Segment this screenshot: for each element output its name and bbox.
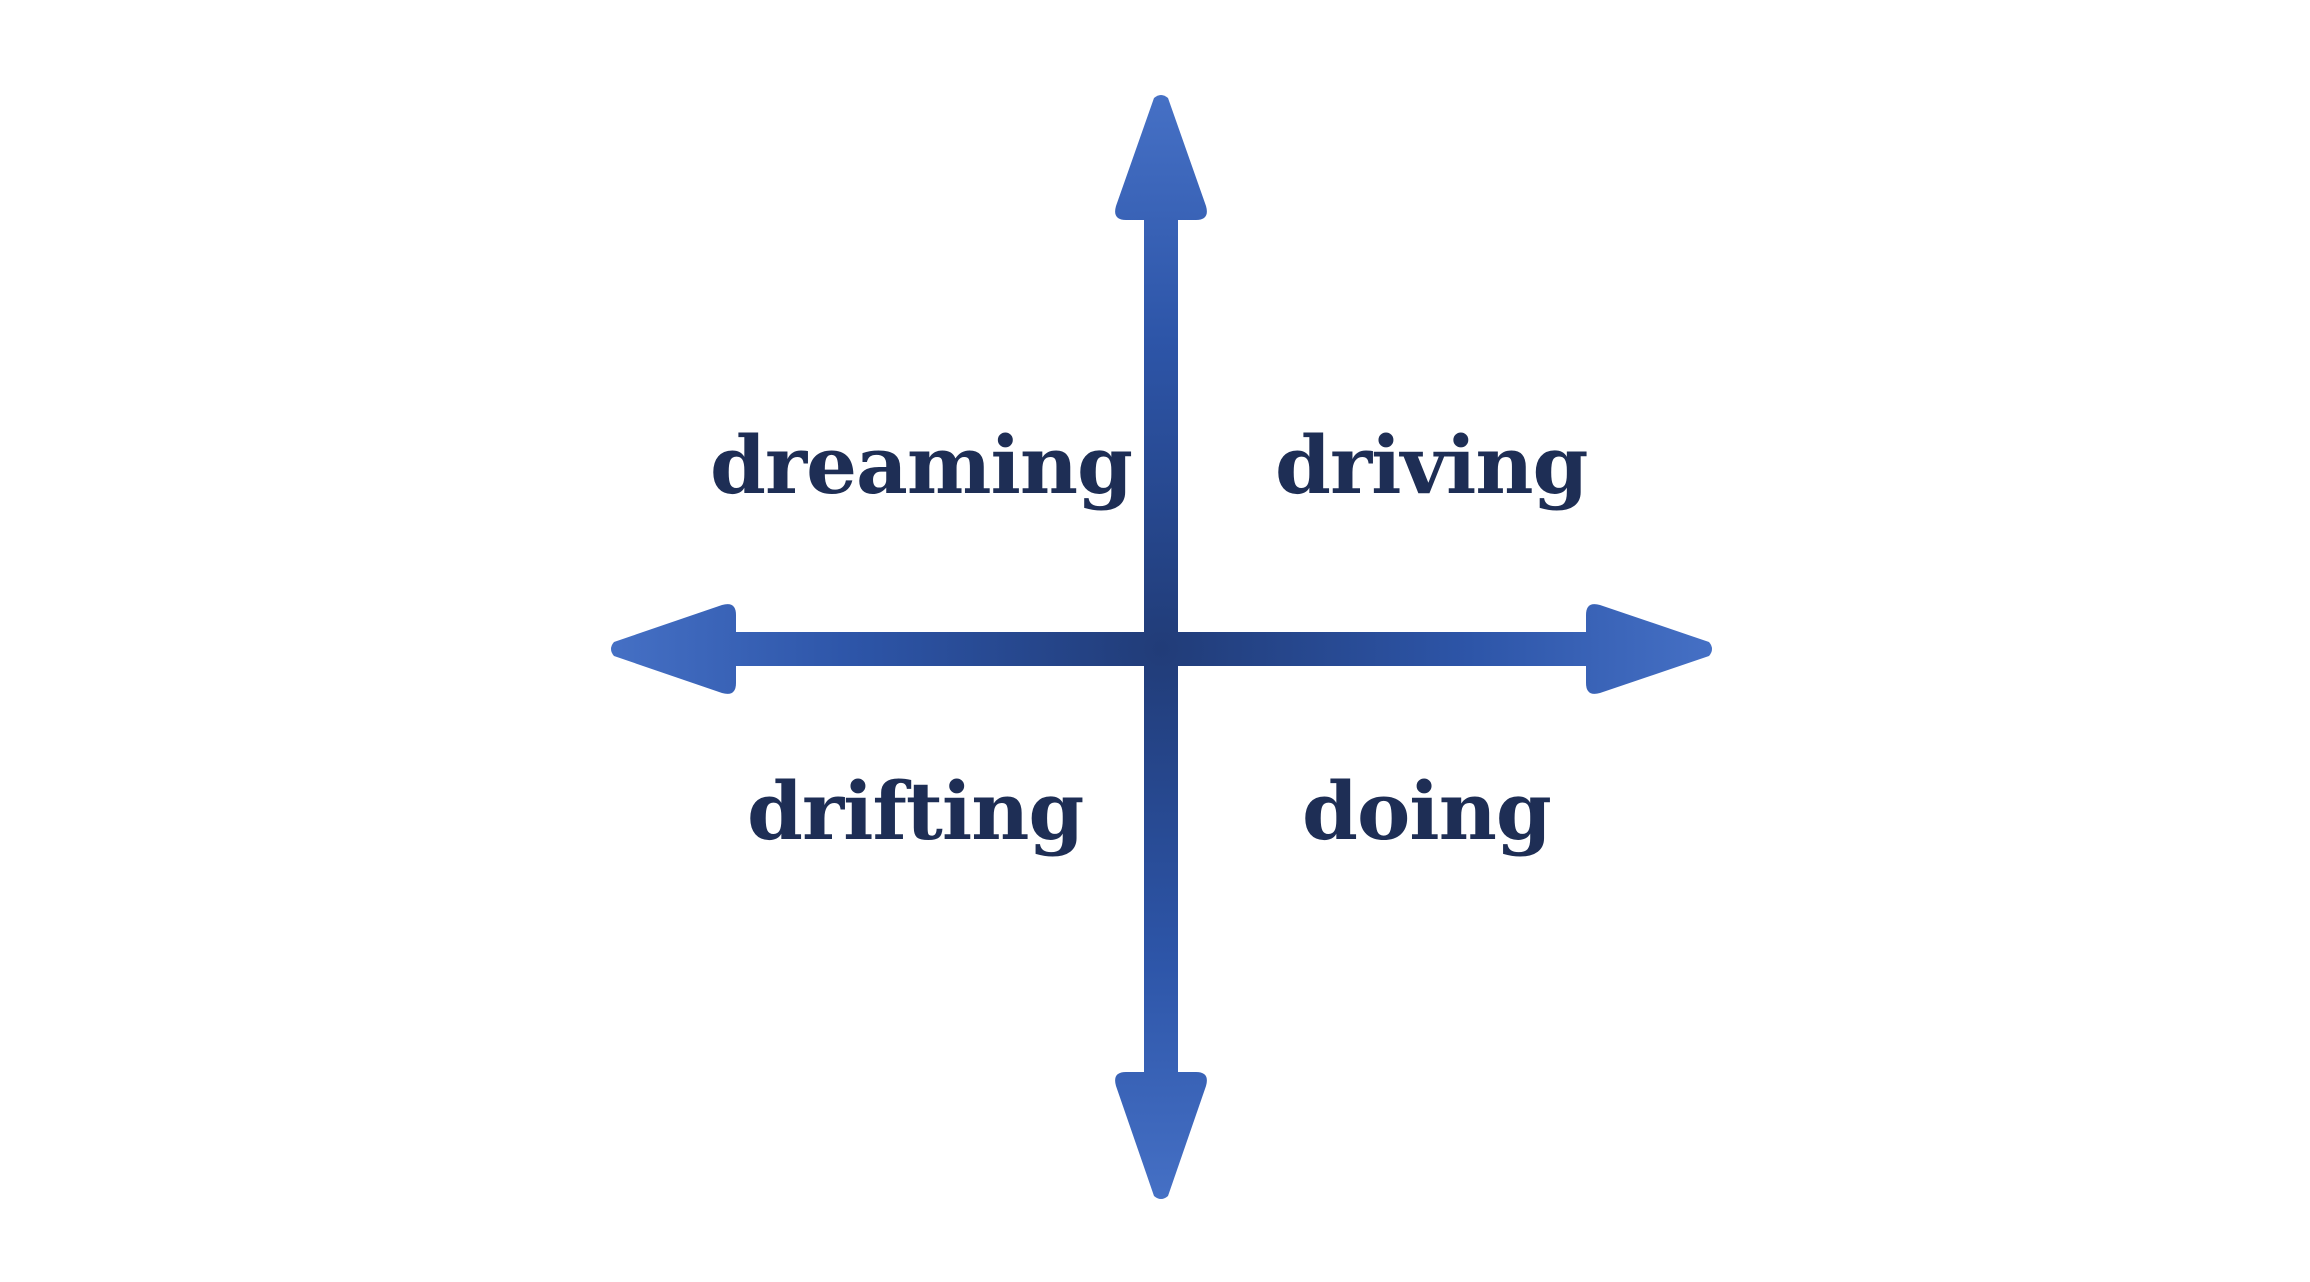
arrow-right-icon (1586, 604, 1712, 694)
arrow-up-icon (1115, 95, 1207, 220)
quadrant-label-bottom-left: drifting (747, 764, 1084, 858)
quadrant-label-top-right: driving (1275, 418, 1588, 512)
quadrant-label-bottom-right: doing (1302, 764, 1552, 858)
arrow-left-icon (611, 604, 736, 694)
horizontal-axis (725, 632, 1595, 666)
quadrant-label-top-left: dreaming (710, 418, 1133, 512)
arrow-down-icon (1115, 1072, 1207, 1199)
